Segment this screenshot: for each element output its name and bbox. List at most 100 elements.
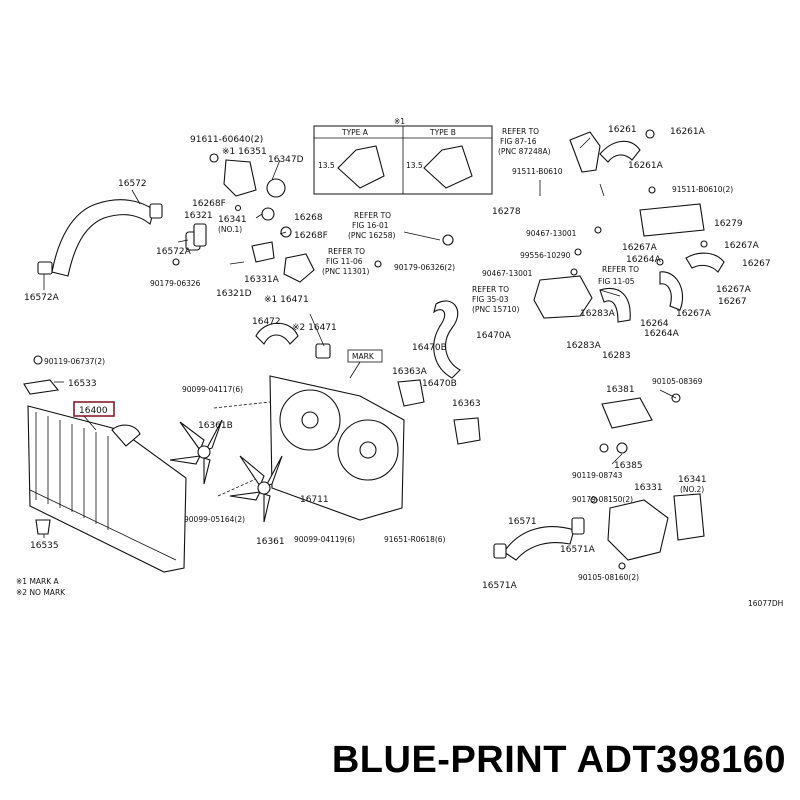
label-16268F-b: 16268F bbox=[294, 231, 328, 241]
label-16321: 16321 bbox=[184, 211, 213, 221]
ref4-line2: FIG 11-05 bbox=[598, 277, 635, 286]
label-16363A: 16363A bbox=[392, 367, 428, 377]
part-labels: 16572 16572A 16572A 91611-60640(2) ※1 16… bbox=[16, 117, 783, 608]
figure-code: 16077DH bbox=[748, 599, 783, 608]
ref1-line1: REFER TO bbox=[354, 211, 391, 220]
label-16351: ※1 16351 bbox=[222, 147, 267, 157]
label-90099-c: 90099-04119(6) bbox=[294, 535, 355, 544]
water-pipe-16278 bbox=[461, 129, 725, 323]
highlight-16400-box bbox=[73, 401, 115, 417]
label-16571: 16571 bbox=[508, 517, 537, 527]
label-90467-b: 90467-13001 bbox=[482, 269, 533, 278]
label-90179-b: 90179-06326(2) bbox=[394, 263, 455, 272]
legend-no-mark: ※2 NO MARK bbox=[16, 588, 66, 597]
label-16261: 16261 bbox=[608, 125, 637, 135]
label-16341: 16341 bbox=[218, 215, 247, 225]
label-16571A-a: 16571A bbox=[560, 545, 596, 555]
label-16283: 16283 bbox=[602, 351, 631, 361]
fan-shroud-16711 bbox=[213, 322, 405, 521]
label-dim-a: 13.5 bbox=[318, 161, 335, 170]
label-16279: 16279 bbox=[714, 219, 743, 229]
label-16321D: 16321D bbox=[216, 289, 252, 299]
label-16572A-top: 16572A bbox=[156, 247, 192, 257]
label-16264A-b: 16264A bbox=[644, 329, 680, 339]
hoses-16470 bbox=[397, 300, 481, 445]
label-16268: 16268 bbox=[294, 213, 323, 223]
label-16267A-d: 16267A bbox=[676, 309, 712, 319]
label-91511-a: 91511-B0610 bbox=[512, 167, 563, 176]
label-type-b: TYPE B bbox=[429, 128, 456, 137]
ref2-line2: FIG 11-06 bbox=[326, 257, 363, 266]
label-16341-no1: (NO.1) bbox=[218, 225, 242, 234]
label-16385: 16385 bbox=[614, 461, 643, 471]
label-16261A-b: 16261A bbox=[628, 161, 664, 171]
label-16470A: 16470A bbox=[476, 331, 512, 341]
ref2-line1: REFER TO bbox=[328, 247, 365, 256]
ref4-line1: REFER TO bbox=[602, 265, 639, 274]
ref1-line2: FIG 16-01 bbox=[352, 221, 389, 230]
label-91511-b: 91511-B0610(2) bbox=[672, 185, 733, 194]
fan-16361 bbox=[229, 455, 283, 523]
label-16472: 16472 bbox=[252, 317, 281, 327]
legend-mark-a: ※1 MARK A bbox=[16, 577, 60, 586]
label-16267A-c: 16267A bbox=[716, 285, 752, 295]
label-90119-b: 90119-08743 bbox=[572, 471, 623, 480]
label-16572A-bottom: 16572A bbox=[24, 293, 60, 303]
label-16278: 16278 bbox=[492, 207, 521, 217]
label-16347D: 16347D bbox=[268, 155, 304, 165]
label-99556: 99556-10290 bbox=[520, 251, 571, 260]
label-90119-a: 90119-06737(2) bbox=[44, 357, 105, 366]
label-16470B: 16470B bbox=[412, 343, 447, 353]
ref3-line3: (PNC 87248A) bbox=[498, 147, 551, 156]
ref5-line3: (PNC 15710) bbox=[472, 305, 520, 314]
label-16268F-a: 16268F bbox=[192, 199, 226, 209]
label-type-a: TYPE A bbox=[341, 128, 369, 137]
lower-hose-16571 bbox=[493, 517, 585, 561]
label-16331A: 16331A bbox=[244, 275, 280, 285]
label-16361: 16361 bbox=[256, 537, 285, 547]
label-16400: 16400 bbox=[79, 406, 108, 416]
label-16267: 16267 bbox=[742, 259, 771, 269]
label-16261A-a: 16261A bbox=[670, 127, 706, 137]
label-16267-b: 16267 bbox=[718, 297, 747, 307]
ref3-line1: REFER TO bbox=[502, 127, 539, 136]
label-16363: 16363 bbox=[452, 399, 481, 409]
label-90105-b: 90105-08160(2) bbox=[578, 573, 639, 582]
label-90099-b: 90099-05164(2) bbox=[184, 515, 245, 524]
part-number-caption: BLUE-PRINT ADT398160 bbox=[331, 739, 786, 781]
label-16471-mark1: ※1 16471 bbox=[264, 295, 309, 305]
ref5-line1: REFER TO bbox=[472, 285, 509, 294]
label-dim-b: 13.5 bbox=[406, 161, 423, 170]
label-90467-a: 90467-13001 bbox=[526, 229, 577, 238]
type-inset-box bbox=[313, 125, 493, 195]
label-16711: 16711 bbox=[300, 495, 329, 505]
label-mark-box: MARK bbox=[352, 352, 375, 361]
label-16535: 16535 bbox=[30, 541, 59, 551]
ref5-line2: FIG 35-03 bbox=[472, 295, 509, 304]
label-16361B: 16361B bbox=[198, 421, 233, 431]
ref2-line3: (PNC 11301) bbox=[322, 267, 370, 276]
label-16471-mark2: ※2 16471 bbox=[292, 323, 337, 333]
label-90179-a: 90179-06326 bbox=[150, 279, 201, 288]
upper-hose-16572 bbox=[37, 199, 163, 277]
ref3-line2: FIG 87-16 bbox=[500, 137, 537, 146]
label-91611: 91611-60640(2) bbox=[190, 135, 263, 145]
leader-lines bbox=[43, 137, 677, 538]
label-16341-b: 16341 bbox=[678, 475, 707, 485]
label-16381: 16381 bbox=[606, 385, 635, 395]
label-16571A-b: 16571A bbox=[482, 581, 518, 591]
label-16572: 16572 bbox=[118, 179, 147, 189]
mark-label-box bbox=[347, 349, 383, 363]
label-90105-a: 90105-08369 bbox=[652, 377, 703, 386]
label-16267A-b: 16267A bbox=[724, 241, 760, 251]
radiator-16400 bbox=[23, 355, 187, 573]
fan-16361B bbox=[169, 419, 223, 485]
ref1-line3: (PNC 16258) bbox=[348, 231, 396, 240]
thermostat-housing bbox=[172, 153, 454, 283]
label-16533: 16533 bbox=[68, 379, 97, 389]
label-mark1-top: ※1 bbox=[394, 117, 405, 126]
label-16264: 16264 bbox=[640, 319, 669, 329]
label-16283A-b: 16283A bbox=[566, 341, 602, 351]
label-16331: 16331 bbox=[634, 483, 663, 493]
